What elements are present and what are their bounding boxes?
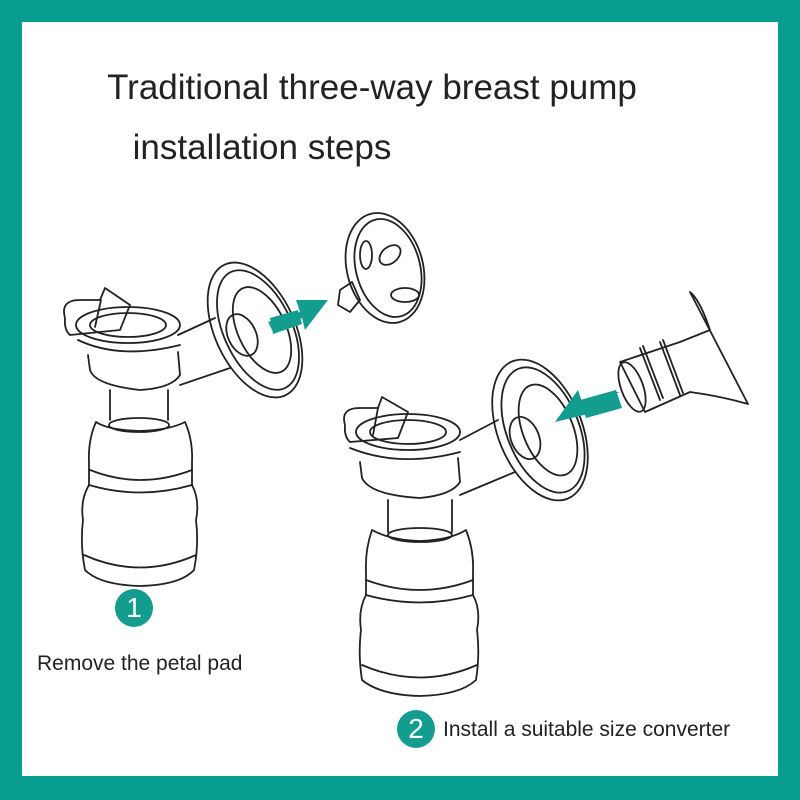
flange-icon: [491, 358, 589, 502]
step-2-badge: 2: [397, 710, 435, 748]
arrow-left-icon: [555, 390, 622, 422]
content-panel: [22, 22, 778, 776]
page-title-line-2: installation steps: [132, 128, 392, 167]
petal-pad-icon: [337, 212, 426, 324]
size-converter-icon: [617, 291, 749, 413]
arrow-right-icon: [268, 300, 328, 334]
step2-pump-illustration: [343, 358, 589, 697]
page-title-line-1: Traditional three-way breast pump: [107, 68, 637, 107]
bottle-icon: [358, 499, 480, 697]
bottle-icon: [80, 389, 199, 587]
step-2-caption: Install a suitable size converter: [443, 718, 731, 741]
step-1-caption: Remove the petal pad: [37, 652, 243, 675]
step1-pump-illustration: [63, 261, 304, 587]
flange-icon: [206, 261, 304, 399]
step-1-badge: 1: [115, 589, 153, 627]
